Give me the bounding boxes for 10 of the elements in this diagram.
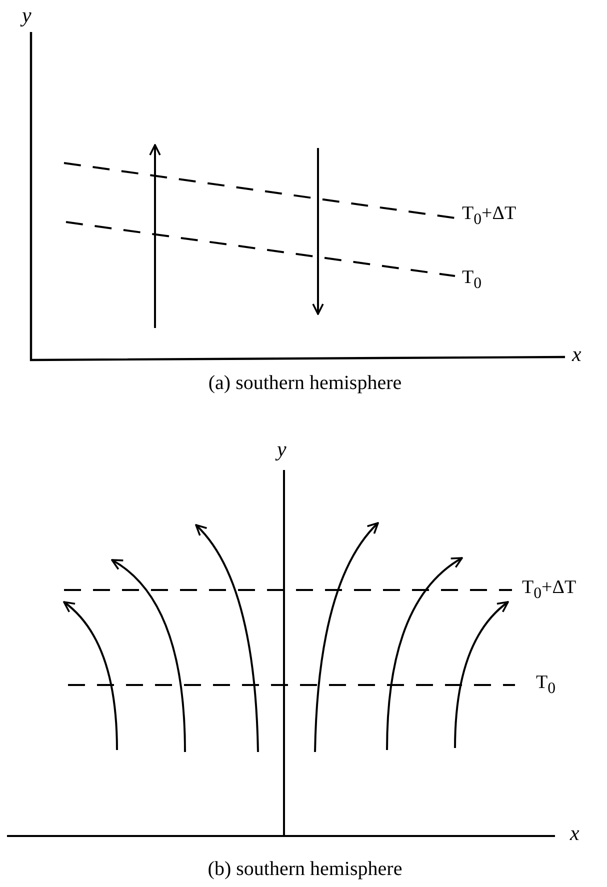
figure-caption: (b) southern hemisphere <box>208 858 402 880</box>
axis-label: x <box>572 343 582 366</box>
axis-label: y <box>277 438 286 462</box>
isotherm-label: T$_{0}$+ΔT <box>462 204 516 228</box>
isotherm-label: T$_{0}$ <box>536 673 556 698</box>
axis-label: x <box>570 822 580 846</box>
figure-caption: (a) southern hemisphere <box>208 372 402 394</box>
isotherm-label: T$_{0}$ <box>462 268 482 292</box>
axis-label: y <box>22 4 32 28</box>
isotherm-label: T$_{0}$+ΔT <box>522 578 576 602</box>
